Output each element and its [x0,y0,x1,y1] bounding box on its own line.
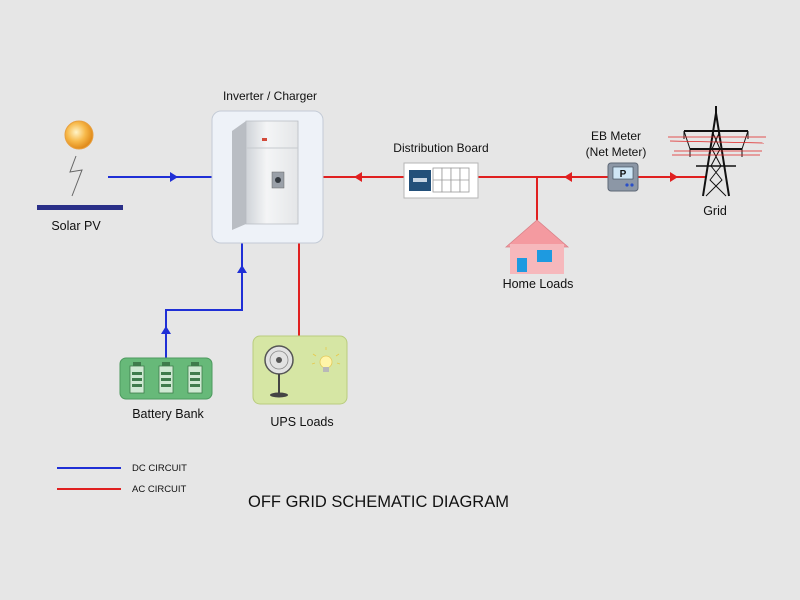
transmission-tower-icon [683,106,749,197]
house-icon [504,219,570,274]
net-meter-label: (Net Meter) [585,145,647,159]
distribution-board [403,162,479,199]
power-lines-icon [668,136,766,156]
dc-wiring [108,172,247,358]
sun-ray-icon [69,155,83,197]
battery-bank [119,357,213,400]
ac-arrow-to-inverter [354,172,362,182]
dc-arrow-inverter-up [237,265,247,273]
ups-loads-panel [252,335,348,405]
grid-label: Grid [703,204,727,218]
legend-ac-label: AC CIRCUIT [132,484,187,495]
home-loads-label: Home Loads [502,277,574,291]
dc-line-battery [165,243,243,358]
legend [57,467,121,490]
eb-meter: P [607,162,639,192]
battery-icon [187,362,203,394]
home-loads [504,219,570,274]
light-bulb-icon [311,347,341,372]
fan-icon [264,345,294,398]
legend-dc-label: DC CIRCUIT [132,463,187,474]
meter-display-text: P [620,169,627,180]
ups-loads-label: UPS Loads [270,415,334,429]
ups-loads [252,335,348,405]
inverter-icon [232,120,299,230]
eb-meter-label: EB Meter [590,129,642,143]
sun-icon [64,120,94,150]
dc-arrow-solar [170,172,178,182]
battery-icon [158,362,174,394]
distribution-board-label: Distribution Board [393,141,489,155]
solar-pv [37,120,123,210]
dc-arrow-battery-up [161,326,171,334]
ac-arrow-to-db [564,172,572,182]
solar-panel-icon [37,205,123,210]
diagram-caption: OFF GRID SCHEMATIC DIAGRAM [248,493,509,511]
battery-bank-label: Battery Bank [132,407,204,421]
ac-arrow-grid [670,172,678,182]
inverter-charger [211,110,324,244]
solar-pv-label: Solar PV [51,219,101,233]
meter-display [612,166,634,180]
battery-icon [129,362,145,394]
ac-wiring [298,172,706,336]
inverter-label: Inverter / Charger [222,89,318,103]
